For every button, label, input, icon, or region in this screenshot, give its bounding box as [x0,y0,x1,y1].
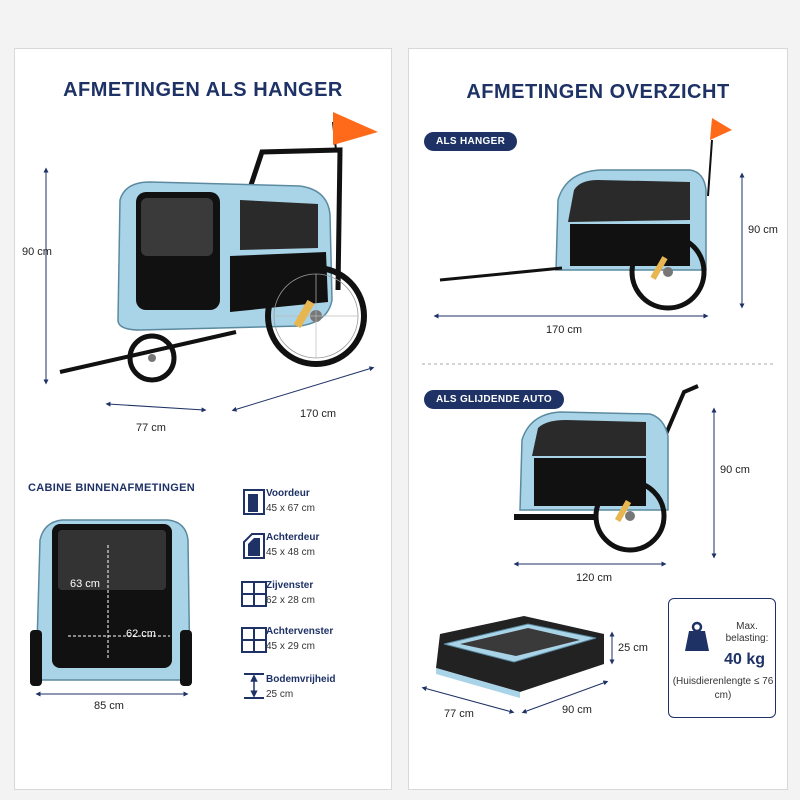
spec-rear-door: Achterdeur 45 x 48 cm [228,532,368,572]
spec-side-window: Zijvenster 62 x 28 cm [228,580,368,620]
max-load-label: Max. belasting: [725,621,769,644]
jogger-height-label: 90 cm [720,464,750,476]
folded-height-label: 25 cm [618,642,648,654]
spec-label: Achtervenster [266,626,334,637]
ground-clearance-icon [244,673,264,699]
trailer-side-length-label: 170 cm [546,324,583,336]
folded-depth-label: 77 cm [444,708,474,720]
pet-length-note: (Huisdierenlengte ≤ 76 cm) [672,676,774,701]
spec-icons [241,489,267,699]
weight-icon [685,621,709,651]
max-load-value: 40 kg [724,651,765,668]
safety-flag-icon [710,118,732,140]
trailer-length-label: 170 cm [300,408,337,420]
jogger-length-label: 120 cm [576,572,613,584]
trailer-height-label: 90 cm [22,246,52,258]
spec-label: Voordeur [266,488,310,499]
side-window-icon [241,581,267,607]
spec-value: 45 x 29 cm [266,641,315,652]
spec-value: 45 x 67 cm [266,503,315,514]
right-panel-title: AFMETINGEN OVERZICHT [466,81,730,103]
spec-label: Achterdeur [266,532,320,543]
spec-rear-window: Achtervenster 45 x 29 cm [228,626,368,666]
jogger-image [514,384,699,553]
trailer-side-height-label: 90 cm [748,224,778,236]
rear-door-icon [243,533,265,559]
folded-trailer-image [436,616,604,698]
spec-label: Bodemvrijheid [266,674,336,685]
cabin-depth-label: 62 cm [126,628,156,640]
spec-value: 62 x 28 cm [266,595,315,606]
spec-label: Zijvenster [266,580,314,591]
cabin-heading: CABINE BINNENAFMETINGEN [28,482,196,494]
cabin-height-label: 63 cm [70,578,100,590]
left-panel-title: AFMETINGEN ALS HANGER [63,79,343,101]
spec-ground-clearance: Bodemvrijheid 25 cm [228,674,368,714]
folded-length-label: 90 cm [562,704,592,716]
spec-front-door: Voordeur 45 x 67 cm [228,488,368,528]
spec-value: 45 x 48 cm [266,547,315,558]
trailer-side-image [439,118,732,311]
rear-window-icon [241,627,267,653]
trailer-main-image [59,112,378,383]
safety-flag-icon [333,112,378,145]
spec-value: 25 cm [266,689,294,700]
cabin-width-label: 85 cm [94,700,124,712]
front-door-icon [243,489,265,515]
jogger-mode-badge: ALS GLIJDENDE AUTO [424,390,564,409]
trailer-width-label: 77 cm [136,422,166,434]
max-load-box: Max. belasting: 40 kg (Huisdierenlengte … [668,598,776,718]
trailer-mode-badge: ALS HANGER [424,132,518,151]
cabin-interior-image [30,519,192,686]
